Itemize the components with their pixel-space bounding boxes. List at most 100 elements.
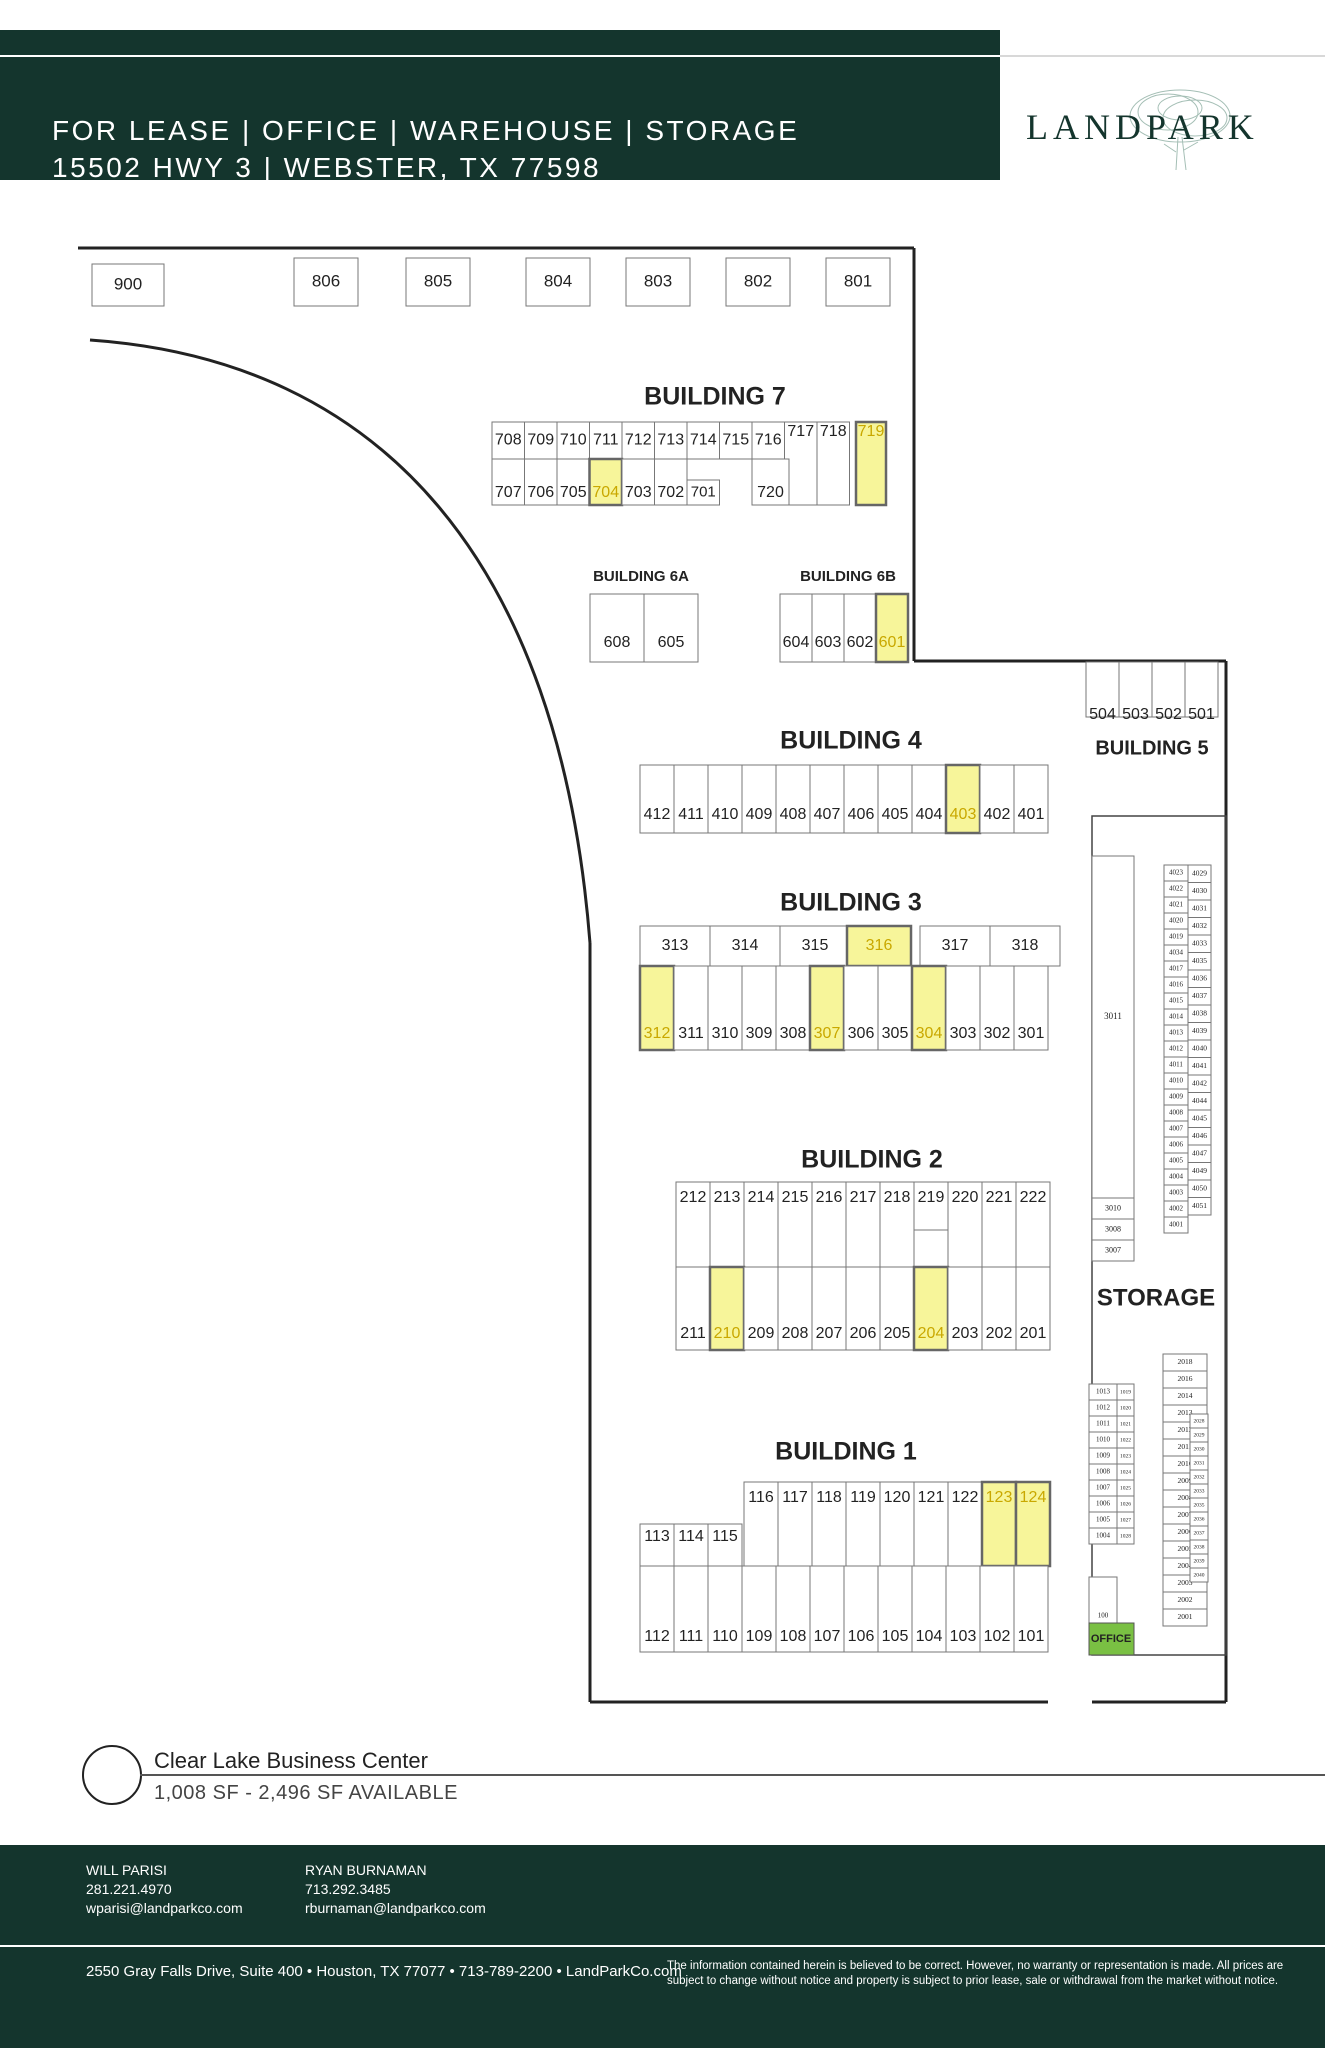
unit-label: 712 [625,432,652,449]
unit-408 [775,764,811,834]
contact-name: RYAN BURNAMAN [305,1862,427,1878]
unit-label: 605 [658,634,685,651]
contact-phone[interactable]: 281.221.4970 [86,1881,172,1897]
unit-210[interactable] [708,1265,746,1352]
unit-label: 802 [744,271,772,290]
unit-label: 603 [815,634,842,651]
unit-label: 717 [787,423,814,440]
unit-label: 1011 [1096,1420,1110,1428]
label-b6b: BUILDING 6B [800,568,896,585]
unit-label: 201 [1020,1325,1047,1342]
unit-601[interactable] [874,592,910,664]
unit-label: 2014 [1178,1391,1193,1400]
unit-label: 1013 [1096,1388,1111,1396]
unit-711 [589,421,623,460]
unit-503 [1118,661,1153,718]
unit-label: 216 [816,1189,843,1206]
unit-label: 4005 [1169,1157,1184,1165]
contact-email[interactable]: rburnaman@landparkco.com [305,1900,486,1916]
unit-label: 1024 [1120,1469,1131,1475]
unit-label: 2039 [1194,1558,1205,1564]
unit-label: 204 [918,1325,945,1342]
unit-label: 4030 [1192,886,1207,895]
unit-label: 2011 [1178,1442,1193,1451]
unit-701 [686,479,720,506]
unit-312[interactable] [638,964,676,1052]
unit-1028 [1116,1527,1135,1545]
unit-label: 1026 [1120,1501,1131,1507]
contact-phone[interactable]: 713.292.3485 [305,1881,391,1897]
unit-label: 4044 [1192,1096,1207,1105]
unit-label: 714 [690,432,717,449]
unit-4001 [1163,1216,1189,1234]
unit-label: 3007 [1105,1245,1121,1254]
unit-204[interactable] [912,1265,950,1352]
unit-label: 4001 [1169,1221,1184,1229]
unit-label: 805 [424,271,452,290]
unit-306 [843,965,879,1051]
footer-address: 2550 Gray Falls Drive, Suite 400 • Houst… [86,1963,682,1980]
unit-label: 708 [495,432,522,449]
unit-label: 4042 [1192,1078,1207,1087]
unit-712 [621,421,655,460]
unit-label: 405 [882,806,909,823]
unit-603 [811,593,845,663]
unit-label: 212 [680,1189,707,1206]
unit-label: 709 [527,432,554,449]
unit-705 [556,458,590,506]
unit-label: 118 [816,1489,842,1506]
unit-label: 101 [1018,1628,1045,1645]
header-bar: FOR LEASE | OFFICE | WAREHOUSE | STORAGE… [0,30,1000,183]
unit-label: 4020 [1169,917,1184,925]
unit-label: 4016 [1169,981,1184,989]
unit-label: 1006 [1096,1500,1111,1508]
unit-label: 718 [820,423,847,440]
unit-label: 2035 [1194,1502,1205,1508]
unit-label: 707 [495,484,522,501]
unit-602 [843,593,877,663]
unit-label: 4008 [1169,1109,1184,1117]
unit-label: 2038 [1194,1544,1205,1550]
unit-label: 203 [952,1325,979,1342]
unit-719[interactable] [854,420,888,507]
unit-label: 202 [986,1325,1013,1342]
unit-label: 2001 [1178,1612,1193,1621]
unit-121 [913,1481,949,1567]
unit-318 [989,925,1061,967]
unit-label: 705 [560,484,587,501]
unit-label: 804 [544,271,572,290]
unit-label: 217 [850,1189,877,1206]
unit-label: 4037 [1192,991,1207,1000]
unit-label: 702 [657,484,684,501]
unit-124[interactable] [1014,1480,1052,1568]
unit-716 [751,421,785,460]
unit-label: 2010 [1178,1459,1193,1468]
unit-207 [811,1266,847,1351]
unit-702 [654,458,688,506]
unit-label: 716 [755,432,782,449]
unit-108 [775,1565,811,1653]
unit-label: 404 [916,806,943,823]
unit-label: 2012 [1178,1425,1193,1434]
unit-409 [741,764,777,834]
unit-label: 4007 [1169,1125,1184,1133]
unit-label: 213 [714,1189,741,1206]
unit-3011 [1091,855,1135,1199]
unit-label: 4015 [1169,997,1184,1005]
label-b3: BUILDING 3 [780,889,922,917]
unit-112 [639,1565,675,1653]
unit-label: 706 [527,484,554,501]
unit-label: 1028 [1120,1533,1131,1539]
unit-label: 1004 [1096,1532,1111,1540]
unit-label: 312 [644,1025,671,1042]
contact-email[interactable]: wparisi@landparkco.com [86,1900,243,1916]
unit-203 [947,1266,983,1351]
header-rule [0,55,1000,57]
unit-label: 1005 [1096,1516,1111,1524]
landpark-tree-icon [1129,89,1231,171]
unit-label: 121 [918,1489,945,1506]
property-name: Clear Lake Business Center [154,1748,428,1773]
unit-label: 2036 [1194,1516,1205,1522]
unit-label: 4038 [1192,1008,1207,1017]
unit-label: 304 [916,1025,943,1042]
